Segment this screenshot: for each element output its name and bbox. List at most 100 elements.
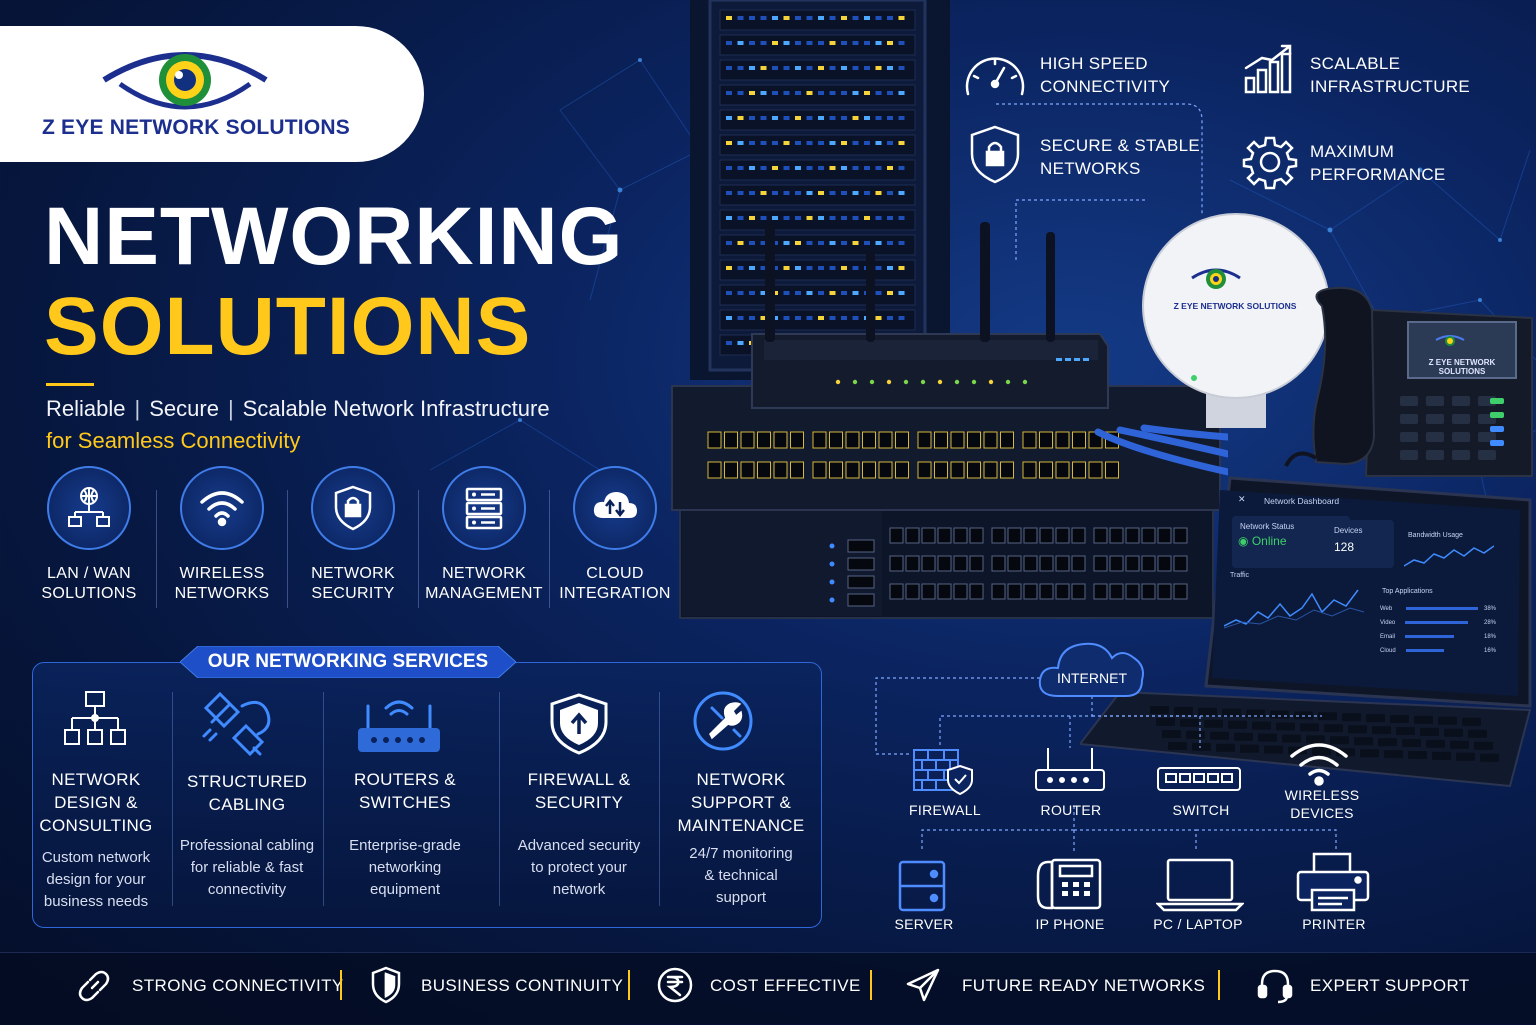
service-desc-line: equipment xyxy=(369,881,441,898)
globe-network-icon xyxy=(68,487,110,527)
hero-title-line1: NETWORKING xyxy=(44,191,624,282)
cloud-sync-icon xyxy=(593,492,637,518)
diagram-label-wireless: WIRELESS DEVICES xyxy=(1284,787,1360,821)
service-title-line: NETWORK xyxy=(51,770,141,789)
diagram-label-ip-phone: IP PHONE xyxy=(1035,916,1105,932)
feature-label-line2: NETWORKS xyxy=(174,585,270,602)
benefit-future-ready: FUTURE READY NETWORKS xyxy=(962,976,1206,995)
dashboard-traffic-label: Traffic xyxy=(1230,572,1250,579)
service-title-line: CONSULTING xyxy=(39,816,153,835)
rupee-icon xyxy=(657,967,693,1003)
benefit-divider xyxy=(870,970,872,1000)
traffic-chart xyxy=(1224,589,1364,629)
feature-label-line1: NETWORK xyxy=(311,565,395,582)
dashboard-status-value-row: ◉ Online xyxy=(1238,534,1287,548)
network-switch-image xyxy=(671,222,1228,619)
phone-screen-label: Z EYE NETWORK SOLUTIONS xyxy=(1428,358,1496,376)
gear-icon xyxy=(1242,136,1298,190)
right-feature-line2: CONNECTIVITY xyxy=(1040,77,1171,96)
service-desc-line: Advanced security xyxy=(517,837,641,854)
access-point-label: Z EYE NETWORK SOLUTIONS xyxy=(1173,301,1297,311)
tagline-secure: Secure xyxy=(149,396,219,421)
service-desc-line: network xyxy=(552,881,606,898)
dashboard-devices-label: Devices xyxy=(1334,526,1363,535)
benefit-cost-effective: COST EFFECTIVE xyxy=(710,976,861,995)
service-network-design: NETWORK DESIGN & CONSULTING Custom network… xyxy=(36,768,156,913)
diagram-label-switch: SWITCH xyxy=(1172,802,1230,818)
router-icon xyxy=(1035,748,1105,791)
service-desc-line: connectivity xyxy=(207,881,287,898)
router-icon xyxy=(358,700,440,752)
right-feature-line2: INFRASTRUCTURE xyxy=(1310,77,1471,96)
service-desc-line: Custom network xyxy=(41,849,151,866)
feature-label-line2: INTEGRATION xyxy=(559,585,671,602)
wifi-icon xyxy=(200,491,244,527)
firewall-icon xyxy=(913,749,973,796)
service-desc-line: design for your xyxy=(46,871,146,888)
wrench-icon xyxy=(693,691,753,751)
feature-security: NETWORK SECURITY xyxy=(289,466,417,604)
services-title-tab xyxy=(180,646,516,678)
service-desc-line: & technical xyxy=(704,867,778,884)
paper-plane-icon xyxy=(906,968,940,1002)
shield-lock-icon xyxy=(334,485,372,531)
services-panel xyxy=(32,662,822,928)
dashboard-close-icon[interactable]: ✕ xyxy=(1238,494,1246,504)
feature-connector-lines xyxy=(996,103,1203,260)
right-feature-performance: MAXIMUM PERFORMANCE xyxy=(1310,140,1446,186)
status-ok-icon: ◉ xyxy=(1238,534,1252,548)
right-feature-line1: SCALABLE xyxy=(1310,54,1401,73)
feature-label-line2: SECURITY xyxy=(311,585,395,602)
feature-label-line1: NETWORK xyxy=(442,565,526,582)
right-feature-line1: MAXIMUM xyxy=(1310,142,1395,161)
bandwidth-sparkline xyxy=(1404,545,1494,567)
diagram-label-pc-laptop: PC / LAPTOP xyxy=(1153,916,1243,932)
right-feature-line2: PERFORMANCE xyxy=(1310,165,1446,184)
hierarchy-icon xyxy=(64,691,126,745)
right-feature-line1: HIGH SPEED xyxy=(1040,54,1148,73)
ip-phone-icon xyxy=(1036,858,1102,910)
tagline-reliable: Reliable xyxy=(46,396,126,421)
hero-tagline-secondary: for Seamless Connectivity xyxy=(46,428,301,453)
service-title-line: ROUTERS & xyxy=(354,770,456,789)
ip-phone-image xyxy=(1284,286,1533,477)
server-stack-icon xyxy=(465,487,503,530)
bottom-benefits-bar xyxy=(0,952,1536,1025)
service-desc-line: for reliable & fast xyxy=(190,859,304,876)
dashboard-bandwidth-label: Bandwidth Usage xyxy=(1408,532,1463,539)
feature-divider xyxy=(156,490,157,608)
benefit-strong-connectivity: STRONG CONNECTIVITY xyxy=(132,976,344,995)
service-desc-line: 24/7 monitoring xyxy=(689,845,793,862)
eye-logo-icon xyxy=(102,52,268,110)
brand-name: Z EYE NETWORK SOLUTIONS xyxy=(42,116,350,139)
internet-cloud-icon xyxy=(1038,642,1144,697)
service-title-line: MAINTENANCE xyxy=(677,816,805,835)
service-title-line: FIREWALL & xyxy=(527,770,631,789)
hero-accent-rule xyxy=(46,383,94,386)
service-desc-line: Professional cabling xyxy=(179,837,315,854)
feature-divider xyxy=(287,490,288,608)
service-title-line: DESIGN & xyxy=(54,793,138,812)
speedometer-icon xyxy=(965,57,1025,96)
hero-title-line2: SOLUTIONS xyxy=(44,281,532,372)
shield-lock-icon xyxy=(970,125,1020,184)
service-desc-line: business needs xyxy=(43,893,149,910)
service-divider xyxy=(323,692,324,906)
diagram-label-router: ROUTER xyxy=(1040,802,1102,818)
dashboard-top-apps-label: Top Applications xyxy=(1382,588,1433,595)
benefit-divider xyxy=(1218,970,1220,1000)
dashboard-status-label: Network Status xyxy=(1240,522,1295,531)
dashboard-devices-card xyxy=(1326,520,1394,568)
diagram-label-firewall: FIREWALL xyxy=(909,802,981,818)
shield-icon xyxy=(550,693,608,755)
